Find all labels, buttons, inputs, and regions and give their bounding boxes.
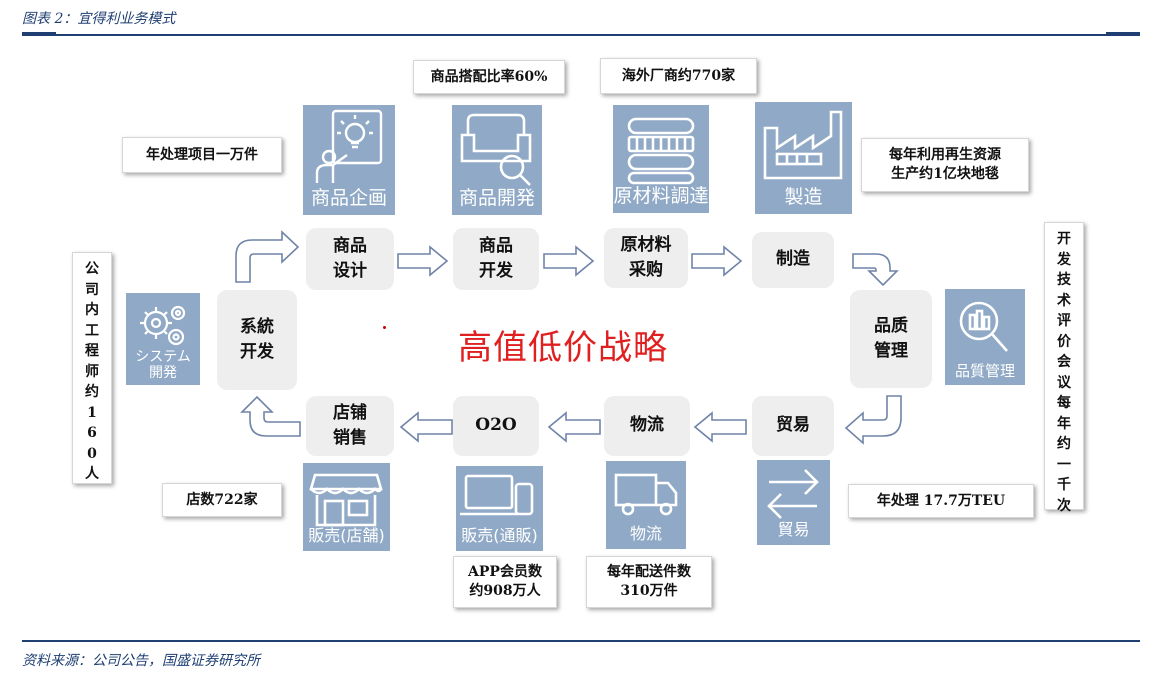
- arrow-manufacture-to-quality: [852, 253, 899, 287]
- magnifier-chart-icon: 品質管理: [945, 289, 1025, 385]
- arrow-trade-to-logistics: [693, 411, 747, 443]
- top-rule-right-accent: [1106, 32, 1140, 36]
- source-note: 资料来源：公司公告，国盛证券研究所: [22, 653, 260, 669]
- note-projects: 年处理项目一万件: [122, 137, 282, 173]
- material-roll-icon: 原材料調達: [613, 105, 709, 213]
- arrow-quality-to-trade: [844, 395, 902, 445]
- top-rule: [22, 34, 1140, 36]
- box-product-dev: 商品 开发: [453, 228, 539, 290]
- note-match-rate: 商品搭配比率60%: [413, 60, 565, 94]
- idea-presenter-icon: 商品企画: [303, 105, 395, 215]
- exchange-arrows-icon: 貿易: [757, 460, 830, 545]
- arrow-system-to-design: [235, 230, 300, 283]
- arrow-design-to-dev: [397, 245, 449, 277]
- factory-icon: 製造: [755, 102, 852, 214]
- note-engineers: 公司内工程师约160人: [72, 252, 112, 484]
- arrow-store-to-system: [240, 395, 301, 437]
- top-rule-left-accent: [22, 32, 56, 36]
- bottom-rule: [22, 640, 1140, 642]
- sofa-search-icon: 商品開発: [452, 105, 542, 215]
- box-trade: 贸易: [752, 396, 834, 456]
- arrow-material-to-manufacture: [691, 245, 743, 277]
- note-teu: 年处理 17.7万TEU: [848, 484, 1034, 518]
- box-manufacturing: 制造: [752, 232, 834, 288]
- note-members: APP会员数 约908万人: [453, 556, 557, 608]
- box-material-purchase: 原材料 采购: [604, 228, 688, 288]
- storefront-icon: 販売(店舗): [303, 463, 390, 551]
- arrow-o2o-to-store: [399, 411, 453, 443]
- box-store-sales: 店铺 销售: [306, 396, 394, 456]
- strategy-title: 高值低价战略: [458, 328, 668, 368]
- box-product-design: 商品 设计: [306, 228, 394, 290]
- note-tech-meeting: 开发技术评价会议每年约一千次: [1044, 222, 1084, 514]
- box-quality: 品质 管理: [850, 290, 932, 388]
- note-recycle: 每年利用再生资源 生产约1亿块地毯: [861, 138, 1029, 192]
- truck-icon: 物流: [606, 461, 686, 549]
- box-system-dev: 系統 开发: [217, 290, 297, 390]
- gears-icon: システム 開発: [126, 293, 200, 385]
- box-o2o: O2O: [453, 396, 539, 456]
- note-deliveries: 每年配送件数 310万件: [586, 556, 712, 608]
- arrow-dev-to-material: [543, 245, 595, 277]
- arrow-logistics-to-o2o: [547, 411, 601, 443]
- note-overseas: 海外厂商约770家: [600, 58, 757, 94]
- note-stores: 店数722家: [162, 483, 282, 517]
- box-logistics: 物流: [604, 396, 690, 456]
- red-dot: [383, 326, 386, 329]
- laptop-phone-icon: 販売(通販): [456, 466, 543, 551]
- figure-title: 图表 2：宜得利业务模式: [22, 11, 176, 27]
